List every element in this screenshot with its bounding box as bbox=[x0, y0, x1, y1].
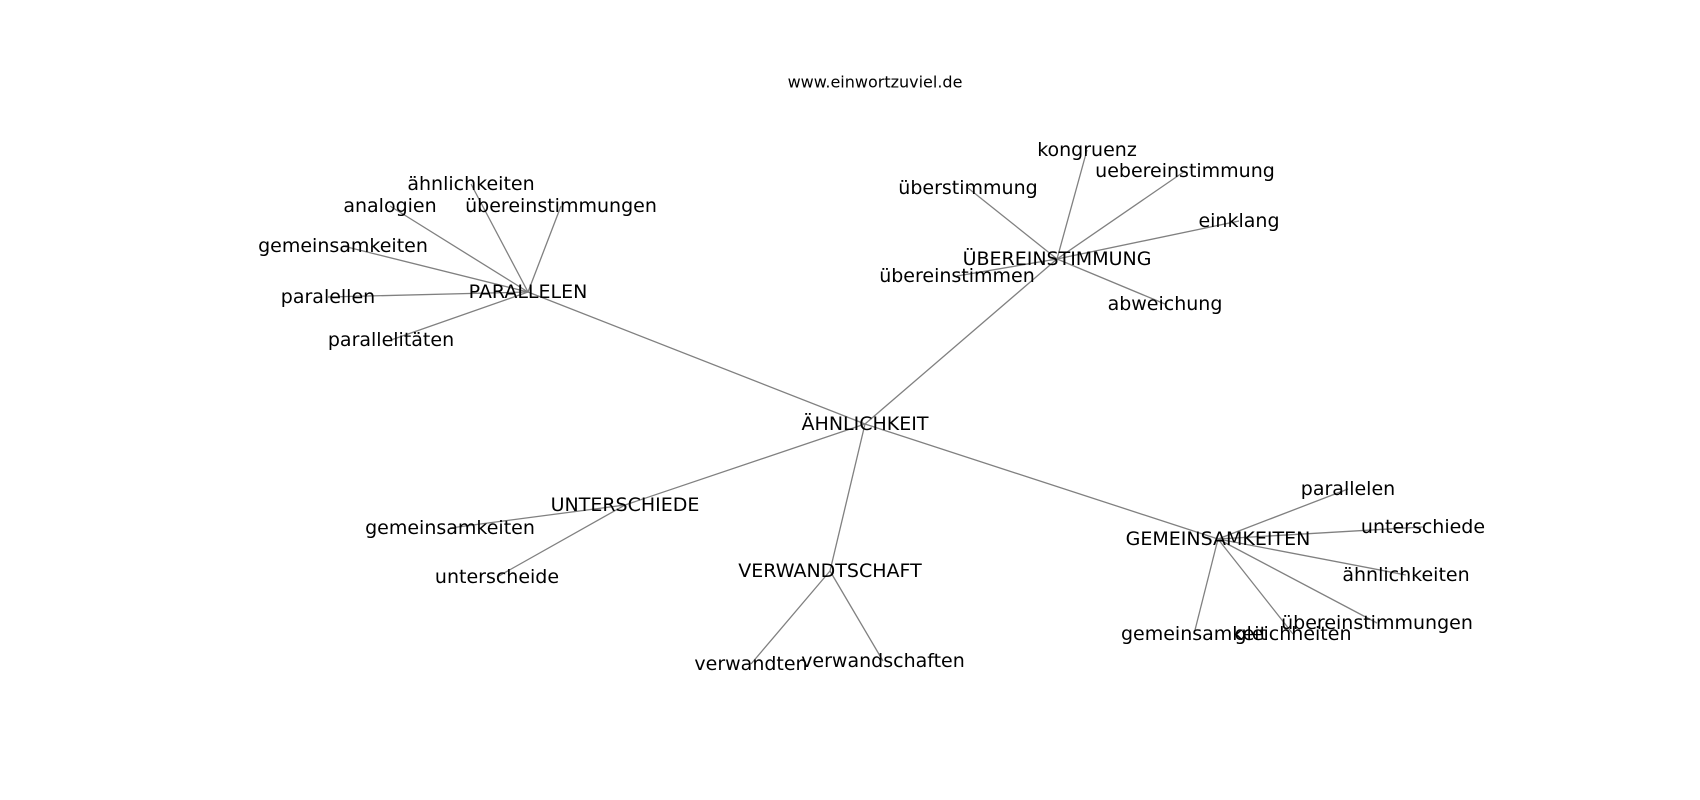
node-label-verwandtschaft: VERWANDTSCHAFT bbox=[738, 560, 922, 582]
node-label-s2: unterscheide bbox=[435, 566, 559, 588]
edge-verwandtschaft-v1 bbox=[750, 570, 831, 665]
edge-gemeinsamkeiten-g6 bbox=[1217, 538, 1294, 635]
node-label-u6: abweichung bbox=[1108, 293, 1223, 315]
node-label-p2: analogien bbox=[343, 195, 436, 217]
node-label-g3: ähnlichkeiten bbox=[1342, 564, 1469, 586]
edge-parallelen-p6 bbox=[390, 291, 529, 341]
edge-parallelen-p2 bbox=[389, 205, 529, 293]
node-label-u3: überstimmung bbox=[898, 177, 1037, 199]
node-label-u5: übereinstimmen bbox=[879, 265, 1035, 287]
node-label-p5: paralellen bbox=[281, 286, 375, 308]
node-label-u1: kongruenz bbox=[1037, 139, 1137, 161]
node-label-p4: gemeinsamkeiten bbox=[258, 235, 428, 257]
node-label-s1: gemeinsamkeiten bbox=[365, 517, 535, 539]
edge-root-parallelen bbox=[527, 291, 866, 425]
node-label-gemeinsamkeiten: GEMEINSAMKEITEN bbox=[1126, 528, 1311, 550]
node-label-unterschiede: UNTERSCHIEDE bbox=[551, 494, 700, 516]
edge-uebereinstimmung-u2 bbox=[1056, 170, 1186, 260]
edge-root-gemeinsamkeiten bbox=[864, 423, 1219, 540]
edge-parallelen-p5 bbox=[327, 291, 529, 298]
node-label-v2: verwandschaften bbox=[801, 650, 965, 672]
edge-parallelen-p3 bbox=[527, 205, 562, 293]
edge-uebereinstimmung-u5 bbox=[956, 258, 1058, 277]
edge-gemeinsamkeiten-g5 bbox=[1193, 538, 1219, 635]
edge-gemeinsamkeiten-g2 bbox=[1217, 526, 1424, 540]
node-label-p1: ähnlichkeiten bbox=[407, 173, 534, 195]
node-label-u2: uebereinstimmung bbox=[1095, 160, 1275, 182]
edge-uebereinstimmung-u6 bbox=[1056, 258, 1166, 305]
node-label-v1: verwandten bbox=[694, 653, 807, 675]
node-label-p3: übereinstimmungen bbox=[465, 195, 657, 217]
edge-uebereinstimmung-u1 bbox=[1056, 149, 1088, 260]
edge-verwandtschaft-v2 bbox=[829, 570, 884, 662]
node-label-p6: parallelitäten bbox=[328, 329, 454, 351]
edge-root-unterschiede bbox=[624, 423, 866, 506]
edge-gemeinsamkeiten-g4 bbox=[1217, 538, 1378, 624]
node-label-g1: parallelen bbox=[1301, 478, 1395, 500]
edge-gemeinsamkeiten-g1 bbox=[1217, 488, 1349, 540]
node-label-uebereinstimmung: ÜBEREINSTIMMUNG bbox=[963, 247, 1152, 270]
node-label-g2: unterschiede bbox=[1361, 516, 1485, 538]
edges-layer bbox=[327, 149, 1424, 665]
edge-root-verwandtschaft bbox=[829, 423, 866, 572]
edge-uebereinstimmung-u4 bbox=[1056, 220, 1240, 260]
edge-unterschiede-s2 bbox=[496, 504, 626, 578]
source-url: www.einwortzuviel.de bbox=[788, 73, 963, 92]
edge-root-uebereinstimmung bbox=[864, 258, 1058, 425]
edge-parallelen-p4 bbox=[342, 245, 529, 293]
edge-uebereinstimmung-u3 bbox=[967, 187, 1058, 260]
node-label-root: ÄHNLICHKEIT bbox=[802, 412, 929, 435]
node-label-g6: gleichheiten bbox=[1235, 623, 1352, 645]
edge-gemeinsamkeiten-g3 bbox=[1217, 538, 1407, 576]
node-label-g5: gemeinsamkeit bbox=[1121, 623, 1267, 645]
labels-layer: ÄHNLICHKEIT PARALLELEN ÜBEREINSTIMMUNG UNTE… bbox=[258, 139, 1485, 675]
node-label-g4: übereinstimmungen bbox=[1281, 612, 1473, 634]
node-label-u4: einklang bbox=[1198, 210, 1279, 232]
node-label-parallelen: PARALLELEN bbox=[469, 281, 588, 303]
edge-unterschiede-s1 bbox=[449, 504, 626, 529]
edge-parallelen-p1 bbox=[470, 183, 529, 293]
